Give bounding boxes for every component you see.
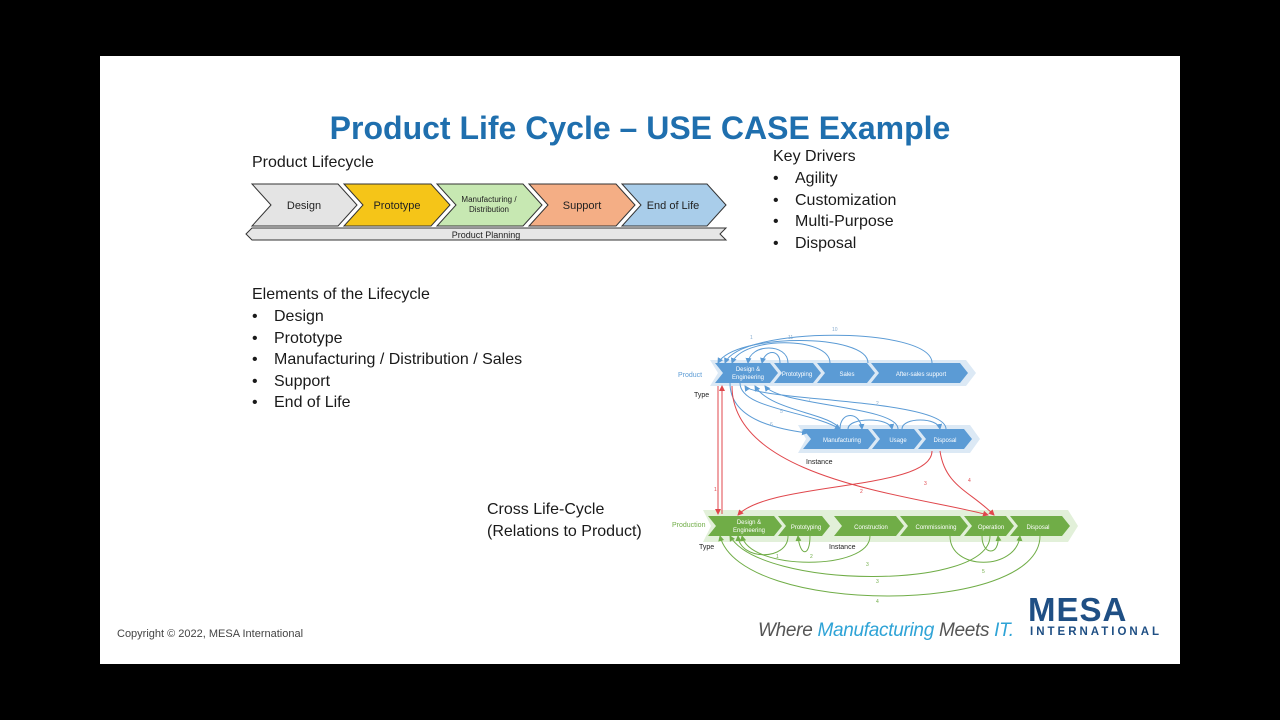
svg-text:Engineering: Engineering — [733, 528, 765, 534]
svg-text:Construction: Construction — [854, 525, 888, 531]
svg-text:3: 3 — [876, 579, 879, 585]
lifecycle-chevron-bar: Design Prototype Manufacturing / Distrib… — [245, 183, 728, 241]
elements-heading: Elements of the Lifecycle — [252, 286, 430, 303]
product-label: Product — [678, 372, 702, 379]
list-item: Agility — [773, 168, 896, 190]
chevron-end-of-life-label: End of Life — [647, 200, 700, 212]
list-item: Disposal — [773, 233, 896, 255]
elements-list: Design Prototype Manufacturing / Distrib… — [252, 306, 522, 414]
list-item: Design — [252, 306, 522, 328]
slide: Product Life Cycle – USE CASE Example Pr… — [100, 56, 1180, 664]
list-item: End of Life — [252, 392, 522, 414]
chevron-support: Support — [527, 183, 636, 227]
svg-text:Engineering: Engineering — [732, 375, 764, 381]
svg-text:4: 4 — [968, 478, 971, 484]
svg-text:Operation: Operation — [978, 525, 1004, 531]
svg-text:Sales: Sales — [839, 372, 854, 378]
list-item: Support — [252, 371, 522, 393]
svg-text:6: 6 — [770, 422, 773, 428]
production-stage-construction: Construction — [834, 516, 904, 536]
edge-number-labels: 10 11 1 7 5 6 2 — [750, 327, 879, 428]
chevron-end-of-life: End of Life — [620, 183, 727, 227]
product-stage-after-sales: After-sales support — [871, 363, 968, 383]
relations-diagram: Product Design & Engineering Prototyping… — [672, 327, 1078, 605]
svg-text:Disposal: Disposal — [933, 438, 956, 444]
svg-text:Disposal: Disposal — [1026, 525, 1049, 531]
key-drivers-list: Agility Customization Multi-Purpose Disp… — [773, 168, 896, 254]
tagline-it: IT. — [994, 620, 1014, 641]
production-stage-prototyping: Prototyping — [778, 516, 830, 536]
product-instance-label: Instance — [806, 459, 833, 466]
tagline-meets: Meets — [933, 620, 995, 641]
production-instance-label: Instance — [829, 544, 856, 551]
svg-text:2: 2 — [876, 401, 879, 407]
cross-relation-arcs — [715, 385, 995, 517]
product-relation-arcs — [717, 334, 947, 436]
svg-text:7: 7 — [808, 398, 811, 404]
product-planning-bar: Product Planning — [245, 227, 728, 241]
page-title: Product Life Cycle – USE CASE Example — [329, 110, 951, 146]
svg-text:1: 1 — [750, 335, 753, 341]
product-lifecycle-heading: Product Lifecycle — [252, 154, 374, 171]
list-item: Multi-Purpose — [773, 211, 896, 233]
svg-text:11: 11 — [788, 335, 793, 341]
chevron-support-label: Support — [563, 200, 602, 212]
production-stage-disposal: Disposal — [1010, 516, 1070, 536]
tagline-manufacturing: Manufacturing — [817, 620, 934, 641]
chevron-manufacturing-label-2: Distribution — [469, 205, 509, 214]
svg-text:Manufacturing: Manufacturing — [823, 438, 861, 444]
product-stage-disposal: Disposal — [918, 429, 972, 449]
list-item: Manufacturing / Distribution / Sales — [252, 349, 522, 371]
production-type-label: Type — [699, 544, 714, 551]
production-edge-number-labels: 1 2 3 3 4 5 — [776, 554, 985, 605]
svg-text:Design &: Design & — [737, 520, 761, 526]
mesa-logo-subtitle: INTERNATIONAL — [1030, 626, 1163, 638]
production-stage-design: Design & Engineering — [708, 516, 782, 536]
tagline: Where Manufacturing Meets IT. — [758, 620, 1014, 642]
chevron-prototype: Prototype — [342, 183, 451, 227]
product-stage-design: Design & Engineering — [715, 363, 778, 383]
chevron-design-label: Design — [287, 200, 321, 212]
production-stage-operation: Operation — [964, 516, 1014, 536]
svg-text:3: 3 — [924, 481, 927, 487]
product-stage-sales: Sales — [817, 363, 875, 383]
product-planning-label: Product Planning — [452, 230, 521, 240]
product-type-label: Type — [694, 392, 709, 399]
svg-text:Prototyping: Prototyping — [791, 525, 821, 531]
svg-text:Usage: Usage — [889, 438, 907, 444]
chevron-prototype-label: Prototype — [373, 200, 420, 212]
svg-text:5: 5 — [982, 569, 985, 575]
svg-text:5: 5 — [780, 409, 783, 415]
tagline-where: Where — [758, 620, 818, 641]
copyright-text: Copyright © 2022, MESA International — [117, 628, 304, 640]
product-stage-prototyping: Prototyping — [774, 363, 821, 383]
svg-text:Commissioning: Commissioning — [915, 525, 956, 531]
production-stage-commissioning: Commissioning — [900, 516, 968, 536]
cross-lifecycle-subheading: (Relations to Product) — [487, 523, 642, 540]
svg-text:After-sales support: After-sales support — [896, 372, 947, 378]
list-item: Prototype — [252, 328, 522, 350]
production-relation-arcs — [718, 535, 1041, 597]
cross-lifecycle-heading: Cross Life-Cycle — [487, 501, 605, 518]
cross-edge-number-labels: 1 2 3 4 — [714, 478, 971, 495]
list-item: Customization — [773, 190, 896, 212]
product-stage-manufacturing: Manufacturing — [803, 429, 876, 449]
svg-text:2: 2 — [810, 554, 813, 560]
mesa-logo-word: MESA — [1028, 591, 1128, 628]
svg-text:Prototyping: Prototyping — [782, 372, 812, 378]
svg-text:4: 4 — [876, 599, 879, 605]
svg-text:10: 10 — [832, 327, 838, 333]
svg-text:1: 1 — [776, 554, 779, 560]
chevron-manufacturing-label-1: Manufacturing / — [461, 195, 517, 204]
production-label: Production — [672, 522, 706, 529]
key-drivers-heading: Key Drivers — [773, 148, 856, 165]
svg-text:2: 2 — [860, 489, 863, 495]
svg-text:Design &: Design & — [736, 367, 760, 373]
chevron-manufacturing: Manufacturing / Distribution — [435, 183, 543, 227]
chevron-design: Design — [250, 183, 358, 227]
svg-text:3: 3 — [866, 562, 869, 568]
svg-text:1: 1 — [714, 487, 717, 493]
product-stage-usage: Usage — [872, 429, 922, 449]
